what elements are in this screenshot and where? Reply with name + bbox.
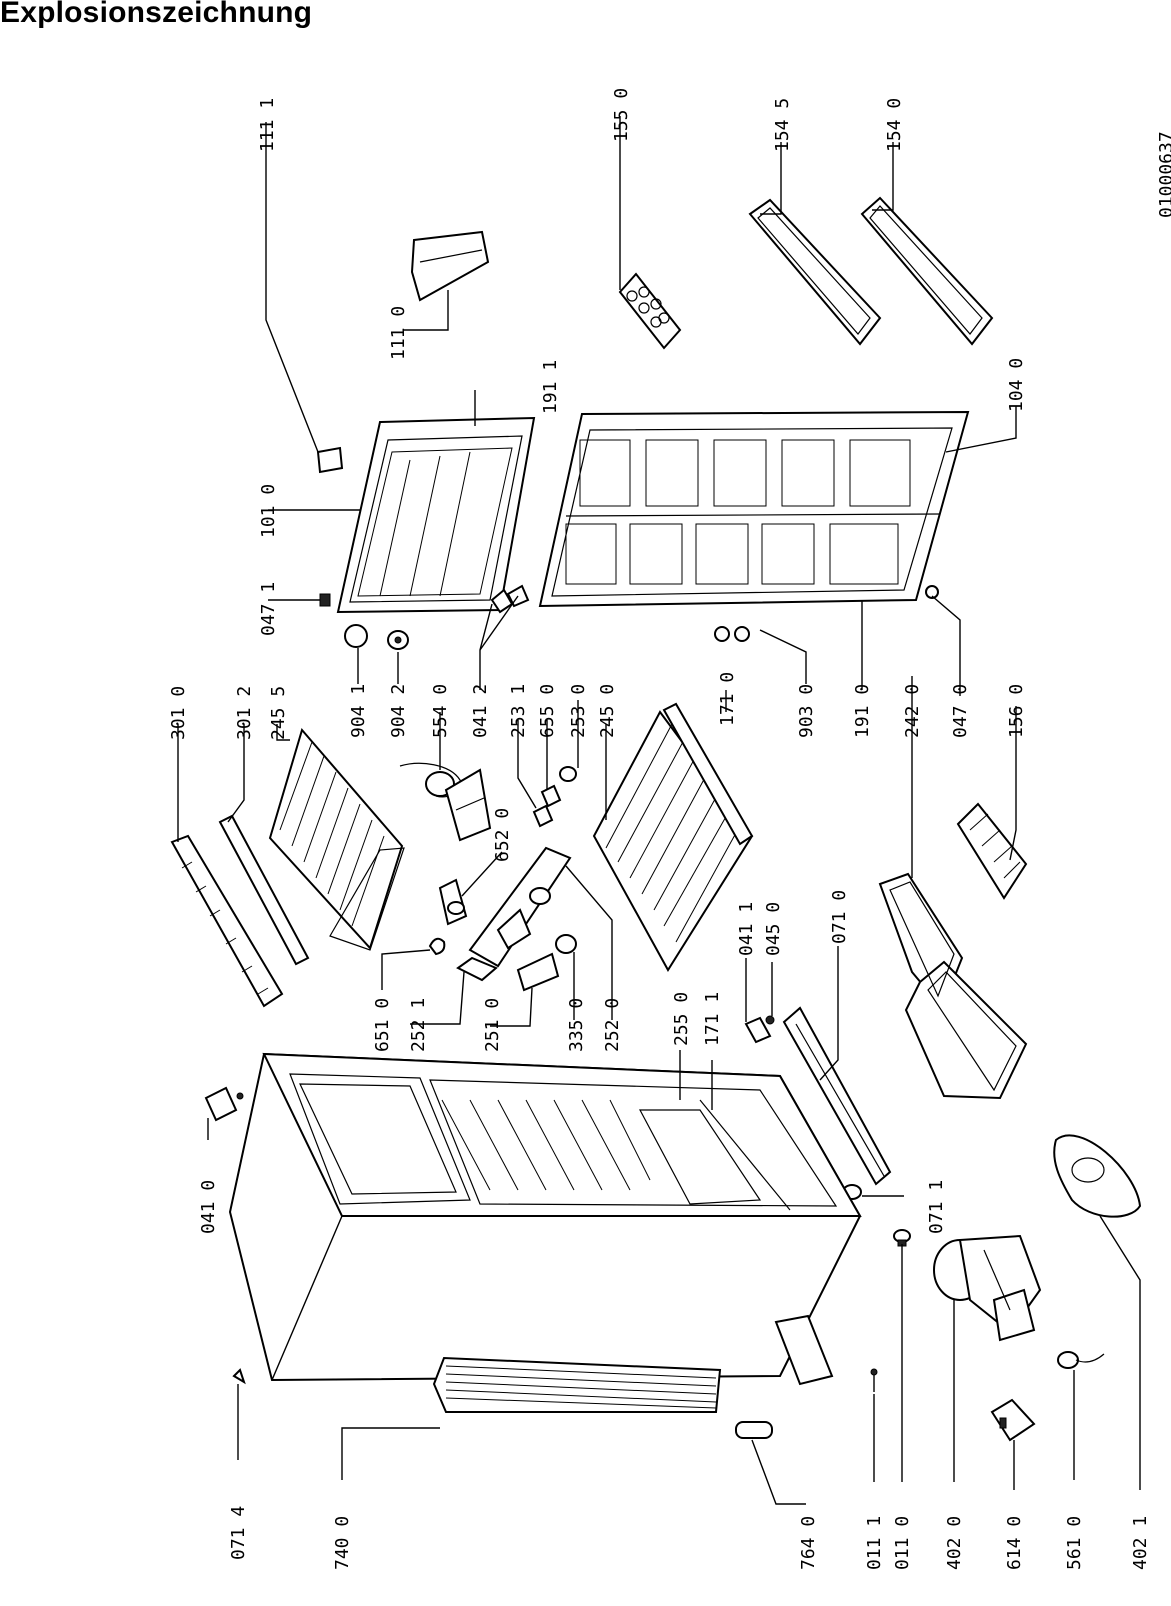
- part-561-0-shape: [1057, 1351, 1105, 1369]
- label-191-0: 191 0: [852, 684, 873, 738]
- label-561-0: 561 0: [1064, 1516, 1085, 1570]
- label-111-1: 111 1: [257, 98, 278, 152]
- label-156-0: 156 0: [1006, 684, 1027, 738]
- label-252-0: 252 0: [602, 998, 623, 1052]
- part-554-0-shape: [399, 762, 492, 842]
- part-904-1-shape: [344, 624, 368, 648]
- part-251-0-shape: [516, 952, 560, 992]
- label-071-1: 071 1: [926, 1180, 947, 1234]
- label-652-0: 652 0: [492, 808, 513, 862]
- label-740-0: 740 0: [332, 1516, 353, 1570]
- part-402-1-shape: [1053, 1134, 1142, 1218]
- part-301-2-shape: [218, 814, 310, 966]
- part-335-0-shape: [555, 934, 577, 954]
- label-764-0: 764 0: [798, 1516, 819, 1570]
- drawing-number: 01000637: [1156, 131, 1171, 218]
- label-071-0: 071 0: [829, 890, 850, 944]
- part-242-0-shape: [878, 872, 1028, 1100]
- part-154-0-shape: [860, 196, 994, 346]
- part-111-1-shape: [316, 446, 344, 474]
- label-191-1: 191 1: [540, 360, 561, 414]
- part-655-0-shape: [540, 784, 562, 808]
- part-904-2-shape: [387, 630, 409, 650]
- label-402-1: 402 1: [1130, 1516, 1151, 1570]
- label-047-0: 047 0: [950, 684, 971, 738]
- label-071-4: 071 4: [228, 1506, 249, 1560]
- part-047-1-shape: [319, 593, 331, 607]
- part-252-0-shape: [468, 846, 572, 968]
- label-155-0: 155 0: [611, 88, 632, 142]
- part-071-0-shape: [782, 1006, 892, 1186]
- part-171-0-shape: [662, 702, 754, 846]
- part-301-0-shape: [170, 834, 284, 1008]
- label-111-0: 111 0: [388, 306, 409, 360]
- label-253-0: 253 0: [568, 684, 589, 738]
- part-402-0-shape: [933, 1234, 1042, 1342]
- label-253-1: 253 1: [508, 684, 529, 738]
- part-253-0-shape: [559, 766, 577, 782]
- label-335-0: 335 0: [566, 998, 587, 1052]
- part-156-0-shape: [956, 802, 1028, 900]
- part-154-5-shape: [748, 198, 882, 346]
- label-041-0: 041 0: [198, 1180, 219, 1234]
- label-041-1: 041 1: [736, 902, 757, 956]
- part-041-0-shape: [204, 1086, 244, 1122]
- label-154-5: 154 5: [772, 98, 793, 152]
- label-171-1: 171 1: [702, 992, 723, 1046]
- part-155-0-shape: [618, 272, 682, 350]
- label-655-0: 655 0: [537, 684, 558, 738]
- label-614-0: 614 0: [1004, 1516, 1025, 1570]
- label-104-0: 104 0: [1006, 358, 1027, 412]
- label-245-5: 245 5: [268, 686, 289, 740]
- part-047-0-shape: [925, 585, 939, 599]
- part-101-0-shape: [336, 416, 536, 614]
- label-154-0: 154 0: [884, 98, 905, 152]
- label-011-1: 011 1: [864, 1516, 885, 1570]
- part-071-4-shape: [232, 1368, 246, 1385]
- label-047-1: 047 1: [258, 582, 279, 636]
- part-651-0-shape: [428, 937, 446, 956]
- part-011-0-shape: [893, 1229, 911, 1247]
- part-740-0-shape: [432, 1356, 722, 1413]
- label-301-0: 301 0: [168, 686, 189, 740]
- label-903-0: 903 0: [796, 684, 817, 738]
- page-title: Explosionszeichnung: [0, 0, 313, 29]
- label-245-0: 245 0: [597, 684, 618, 738]
- label-242-0: 242 0: [902, 684, 923, 738]
- label-651-0: 651 0: [372, 998, 393, 1052]
- part-041-1-shape: [744, 1016, 772, 1044]
- label-011-0: 011 0: [892, 1516, 913, 1570]
- label-904-2: 904 2: [388, 684, 409, 738]
- part-245-0-shape: [592, 710, 754, 972]
- label-041-2: 041 2: [470, 684, 491, 738]
- leader-lines: [177, 116, 1141, 1505]
- part-903-0-shape: [714, 626, 750, 642]
- label-904-1: 904 1: [348, 684, 369, 738]
- part-652-0-shape: [438, 878, 468, 926]
- label-251-0: 251 0: [482, 998, 503, 1052]
- label-255-0: 255 0: [671, 992, 692, 1046]
- label-402-0: 402 0: [944, 1516, 965, 1570]
- label-171-0: 171 0: [717, 672, 738, 726]
- part-104-0-shape: [538, 410, 970, 608]
- label-045-0: 045 0: [763, 902, 784, 956]
- label-554-0: 554 0: [430, 684, 451, 738]
- cabinet-body-shape: [228, 1052, 862, 1386]
- part-011-1-shape: [870, 1368, 878, 1392]
- part-111-0-shape: [410, 230, 490, 302]
- label-101-0: 101 0: [258, 484, 279, 538]
- part-labels: 111 1 155 0 154 5 154 0 111 0 191 1 104 …: [168, 88, 1151, 1570]
- label-301-2: 301 2: [234, 686, 255, 740]
- part-764-0-shape: [735, 1421, 773, 1439]
- label-252-1: 252 1: [408, 998, 429, 1052]
- part-245-5-shape: [268, 727, 405, 951]
- part-252-1-shape: [456, 956, 498, 982]
- part-045-0-shape: [765, 1015, 775, 1025]
- part-614-0-shape: [990, 1398, 1036, 1442]
- part-253-1-shape: [532, 804, 554, 828]
